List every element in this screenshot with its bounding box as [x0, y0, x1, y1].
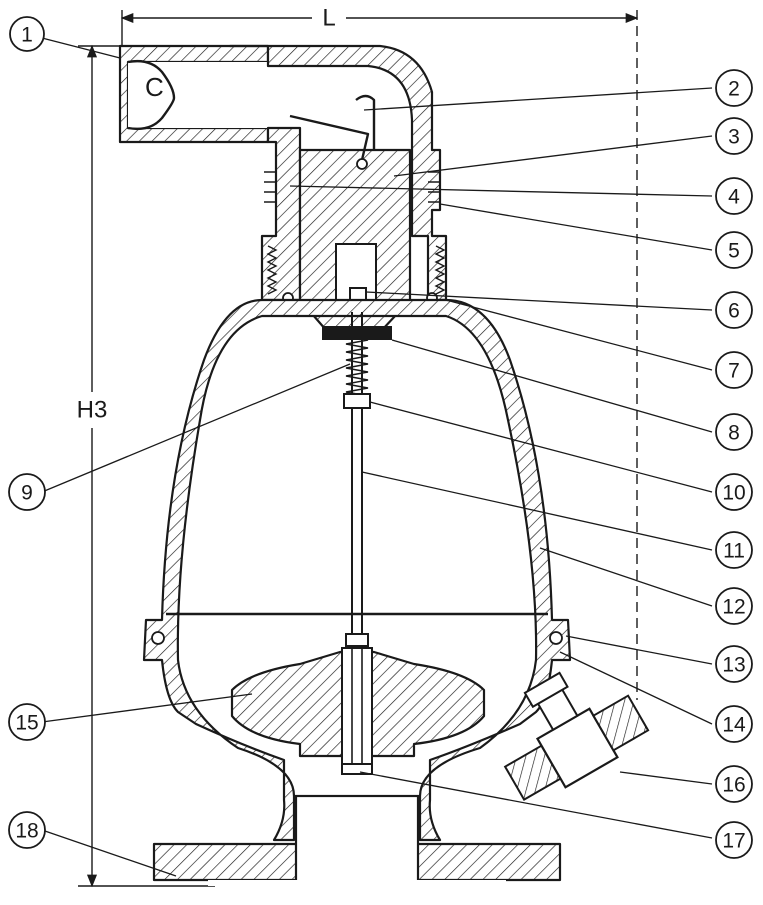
dimension-l: L	[120, 5, 639, 700]
dimension-h3: H3	[77, 44, 215, 888]
callout-3-number: 3	[728, 126, 740, 149]
callout-18-number: 18	[15, 820, 38, 843]
callout-3: 3	[715, 117, 753, 155]
outlet-c-label: C	[145, 72, 164, 102]
callout-16: 16	[715, 765, 753, 803]
callout-5-number: 5	[728, 240, 740, 263]
callout-13: 13	[715, 645, 753, 683]
callout-8-number: 8	[728, 422, 740, 445]
callout-7-number: 7	[728, 360, 740, 383]
dimension-l-label: L	[322, 5, 335, 32]
callout-6: 6	[715, 291, 753, 329]
callout-11-number: 11	[723, 540, 745, 563]
callout-1-number: 1	[21, 24, 33, 47]
callout-12: 12	[715, 587, 753, 625]
callout-4: 4	[715, 177, 753, 215]
callout-1: 1	[9, 16, 45, 52]
leader-lines	[41, 37, 713, 877]
callout-2-number: 2	[728, 78, 740, 101]
callout-8: 8	[715, 413, 753, 451]
callout-2: 2	[715, 69, 753, 107]
callout-7: 7	[715, 351, 753, 389]
inlet-flange	[152, 794, 562, 886]
callout-12-number: 12	[722, 596, 745, 619]
float	[230, 647, 486, 765]
callout-10-number: 10	[722, 482, 745, 505]
callout-16-number: 16	[722, 774, 745, 797]
callout-14: 14	[715, 705, 753, 743]
callout-6-number: 6	[728, 300, 740, 323]
callout-15: 15	[8, 703, 46, 741]
valve-head: C	[118, 44, 448, 340]
callout-5: 5	[715, 231, 753, 269]
callout-14-number: 14	[722, 714, 746, 737]
callout-10: 10	[715, 473, 753, 511]
drain-ball-valve	[503, 671, 650, 801]
callout-9-number: 9	[21, 482, 33, 505]
callout-4-number: 4	[728, 186, 740, 209]
cover-left-wall	[260, 126, 302, 302]
callout-11: 11	[715, 531, 753, 569]
callout-13-number: 13	[722, 654, 745, 677]
callout-18: 18	[8, 811, 46, 849]
callout-9: 9	[8, 473, 46, 511]
callout-17: 17	[715, 821, 753, 859]
dimension-h3-label: H3	[77, 397, 108, 424]
callout-15-number: 15	[15, 712, 38, 735]
callout-17-number: 17	[722, 830, 745, 853]
